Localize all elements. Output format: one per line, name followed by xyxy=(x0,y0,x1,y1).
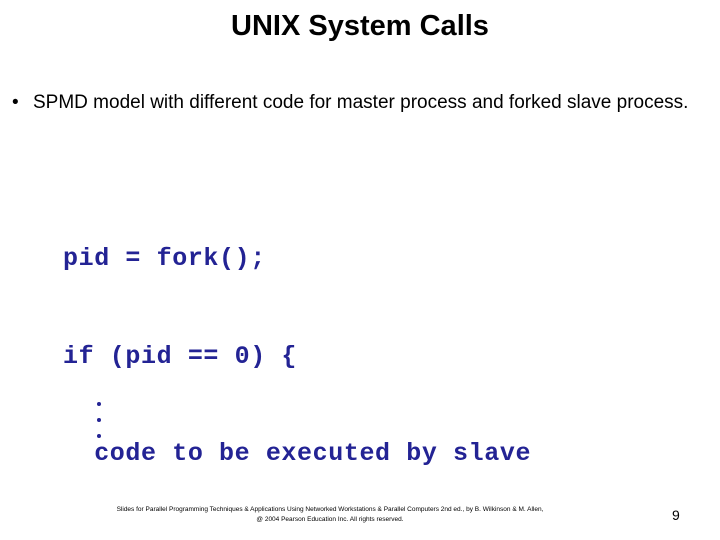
page-title: UNIX System Calls xyxy=(231,10,489,42)
code-line-2: if (pid == 0) { xyxy=(63,341,298,371)
list-item: • SPMD model with different code for mas… xyxy=(10,90,710,116)
footer-credit: Slides for Parallel Programming Techniqu… xyxy=(0,505,660,525)
bullet-item-label: SPMD model with different code for maste… xyxy=(33,92,689,113)
bullet-point-icon: • xyxy=(12,92,19,113)
footer-credit-line-2: @ 2004 Pearson Education Inc. All rights… xyxy=(256,516,404,523)
ellipsis-dot xyxy=(97,434,101,438)
vertical-ellipsis-icon xyxy=(97,402,111,450)
ellipsis-dot xyxy=(97,418,101,422)
code-line-4: } else { xyxy=(63,536,625,540)
ellipsis-dot xyxy=(97,402,101,406)
bullet-list: • SPMD model with different code for mas… xyxy=(10,90,710,116)
code-line-3: code to be executed by slave xyxy=(63,439,532,468)
code-line-1: pid = fork(); xyxy=(63,244,266,273)
page-number: 9 xyxy=(672,507,680,523)
footer-credit-line-1: Slides for Parallel Programming Techniqu… xyxy=(116,506,544,513)
code-block: pid = fork(); if (pid == 0) { code to be… xyxy=(63,178,625,540)
